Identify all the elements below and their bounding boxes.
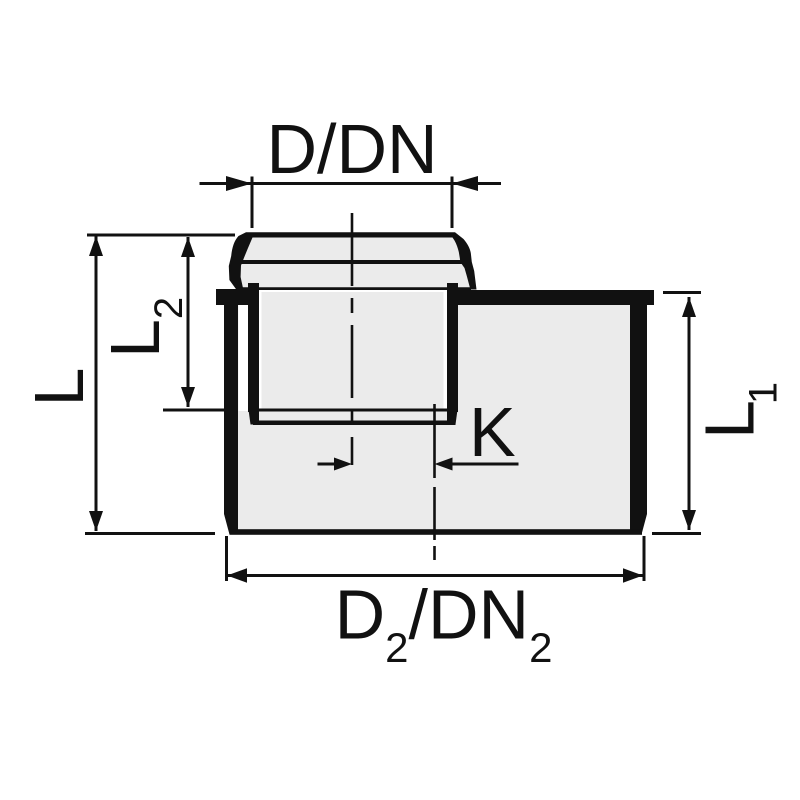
- svg-text:L2: L2: [96, 297, 191, 358]
- svg-text:K: K: [469, 393, 516, 471]
- svg-text:L: L: [20, 368, 98, 407]
- svg-text:L1: L1: [691, 382, 786, 439]
- svg-text:D2/DN2: D2/DN2: [335, 576, 553, 672]
- svg-text:D/DN: D/DN: [266, 110, 437, 188]
